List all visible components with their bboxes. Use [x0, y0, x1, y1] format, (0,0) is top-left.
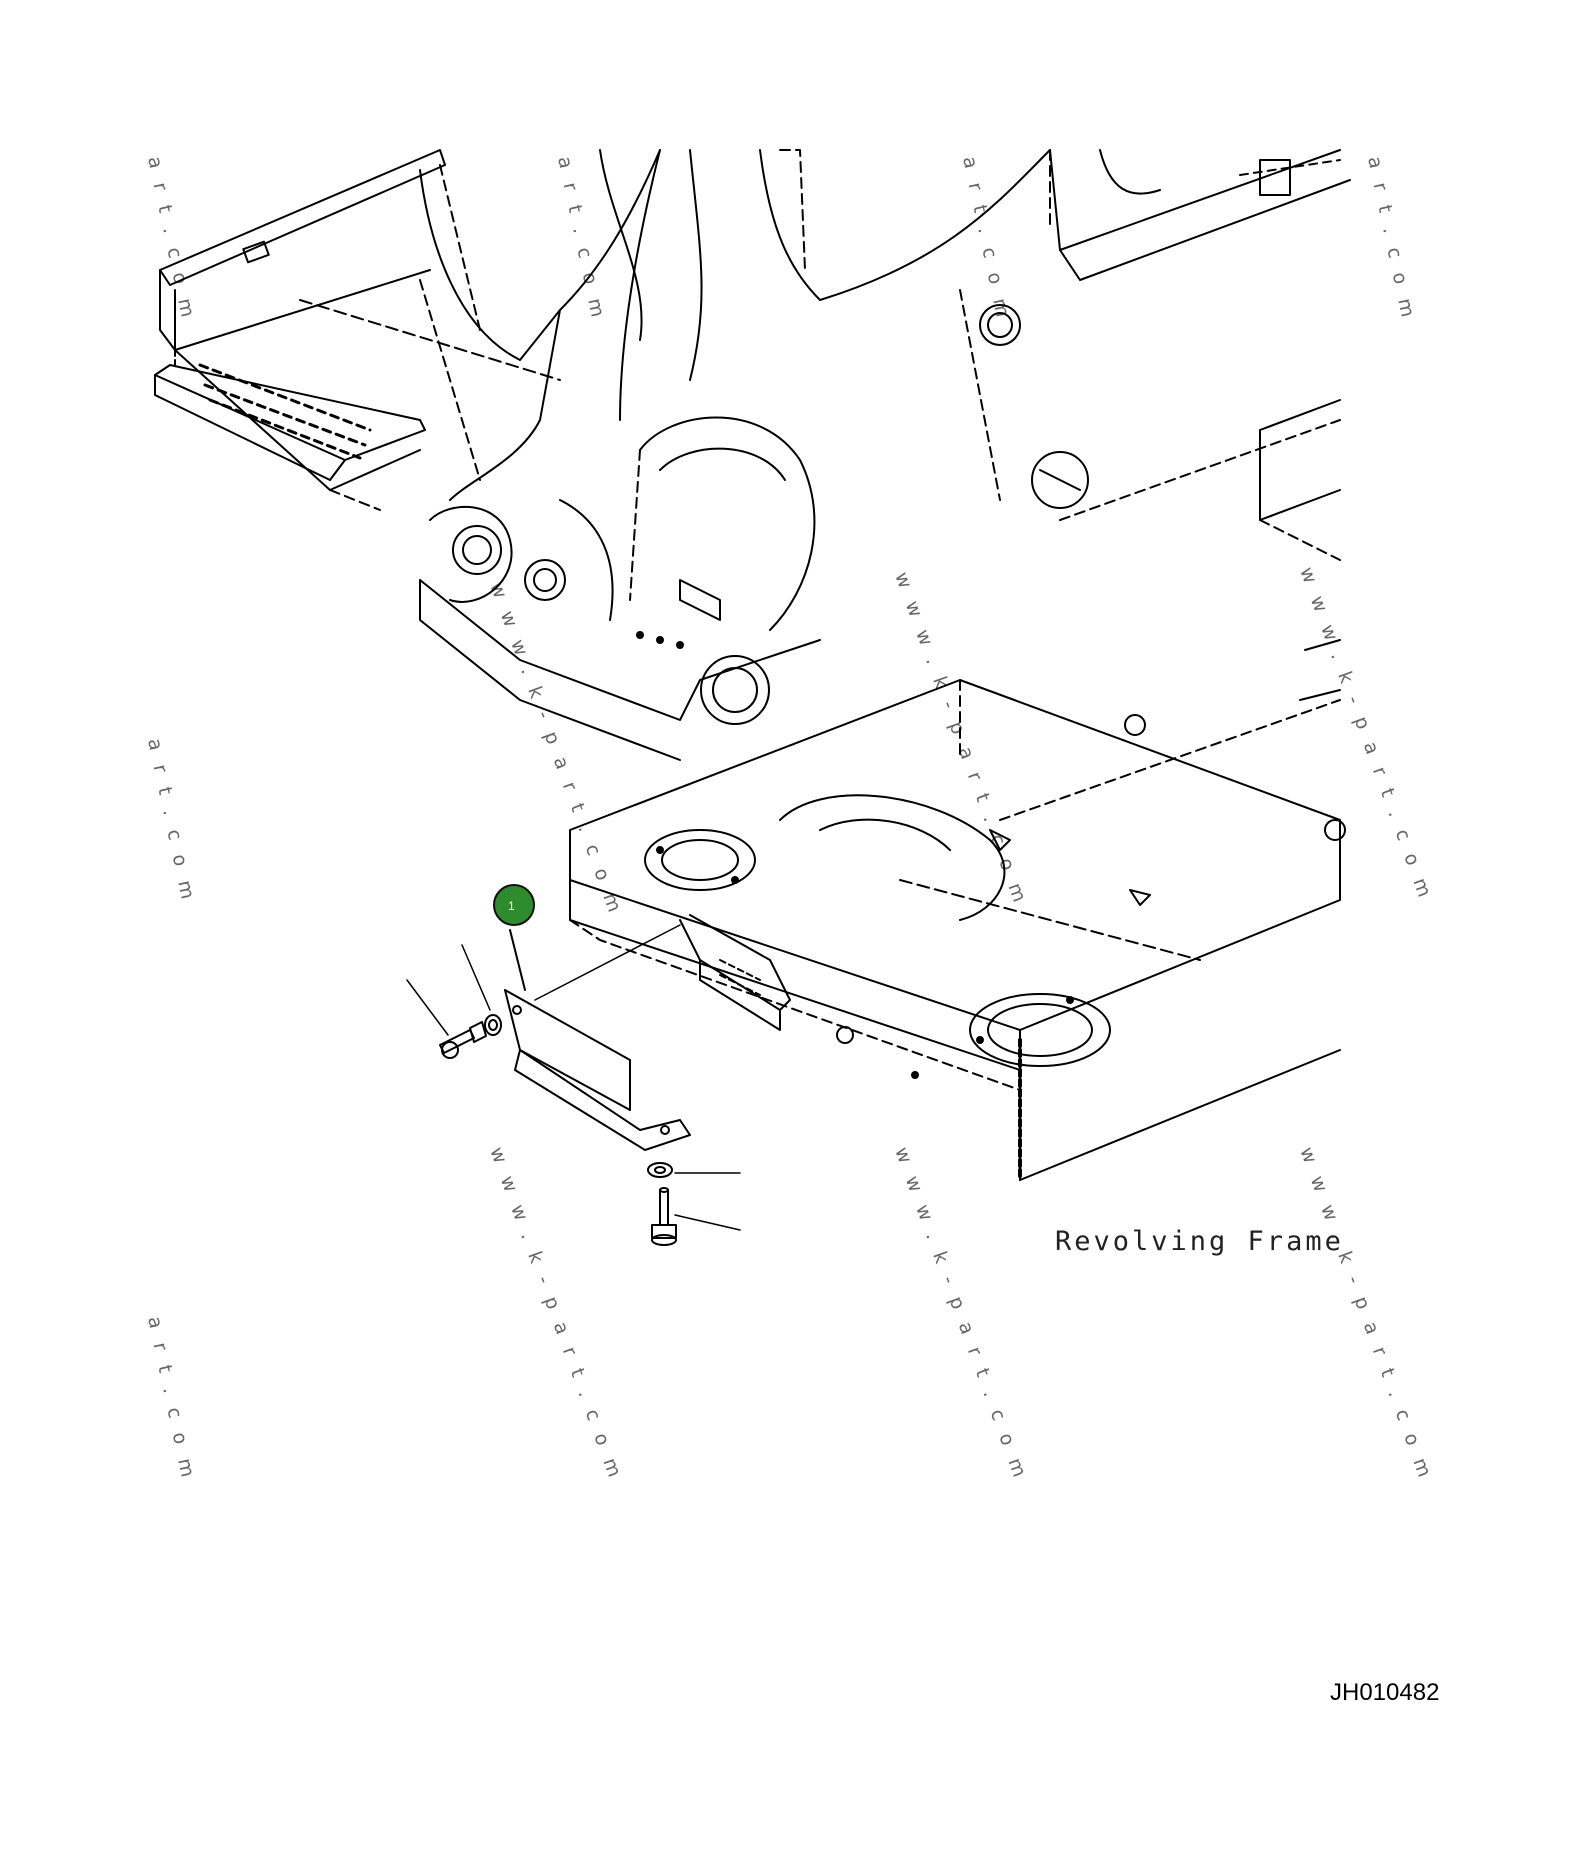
watermark-layer: art.com art.com art.com art.com art.com … — [143, 154, 1440, 1494]
watermark: art.com — [1363, 154, 1422, 333]
watermark: www.k-part.com — [1295, 564, 1440, 914]
watermark: www.k-part.com — [890, 569, 1035, 919]
callout-number: 1 — [508, 899, 515, 913]
frame-label: Revolving Frame — [1055, 1226, 1344, 1257]
watermark: www.k-part.com — [1295, 1144, 1440, 1494]
watermark: art.com — [143, 154, 202, 333]
bolt-bottom — [651, 1187, 677, 1246]
watermark: www.k-part.com — [485, 579, 630, 929]
callout-1[interactable]: 1 — [493, 884, 535, 926]
watermark: art.com — [143, 736, 202, 915]
upper-right-frame — [959, 149, 1351, 561]
line-drawing — [154, 149, 1351, 1246]
drawing-id: JH010482 — [1330, 1679, 1439, 1706]
step-box — [154, 149, 561, 511]
washer-bottom — [647, 1162, 673, 1178]
callout-leader — [509, 929, 526, 991]
watermark: art.com — [143, 1314, 202, 1493]
cover-mount-bracket — [679, 914, 791, 1031]
boom-bracket — [419, 149, 1051, 501]
washer-left — [484, 1014, 502, 1036]
cover-plate-part — [504, 924, 691, 1151]
callout-bubble[interactable] — [493, 884, 535, 926]
watermark: www.k-part.com — [485, 1144, 630, 1494]
fasteners — [406, 944, 741, 1246]
watermark: www.k-part.com — [890, 1144, 1035, 1494]
bolt-left — [439, 1021, 487, 1059]
revolving-frame-body — [569, 639, 1346, 1182]
central-frame — [419, 416, 821, 761]
